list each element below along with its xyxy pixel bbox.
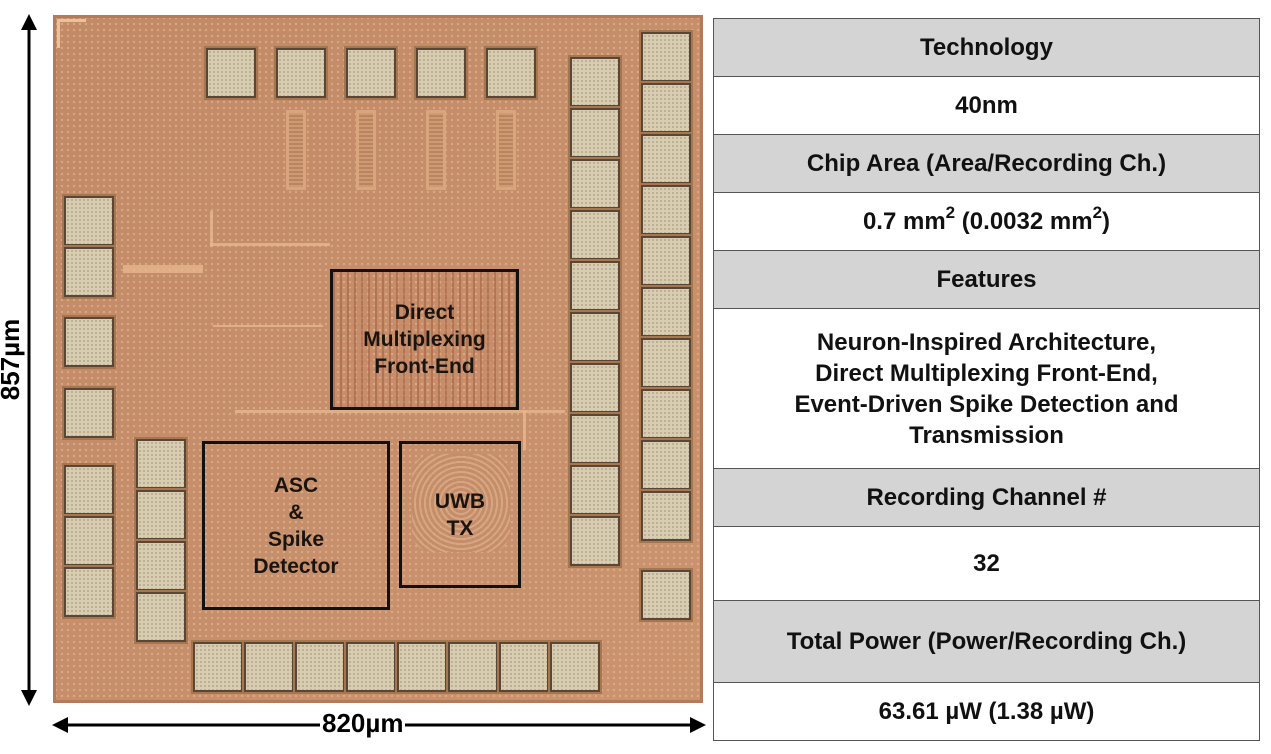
bond-pad bbox=[206, 48, 256, 98]
bond-pad bbox=[570, 516, 620, 566]
table-row: Technology bbox=[713, 18, 1260, 77]
front-end-label: Direct Multiplexing Front-End bbox=[363, 301, 486, 378]
routing-trace bbox=[210, 211, 213, 247]
total-power-label: Total Power (Power/Recording Ch.) bbox=[713, 600, 1260, 683]
bond-pad bbox=[397, 642, 447, 692]
table-row: Features bbox=[713, 250, 1260, 309]
bond-pad bbox=[136, 490, 186, 540]
bond-pad bbox=[64, 247, 114, 297]
chip-area-label: Chip Area (Area/Recording Ch.) bbox=[713, 134, 1260, 193]
bond-pad bbox=[499, 642, 549, 692]
bond-pad bbox=[570, 414, 620, 464]
bond-pad bbox=[64, 317, 114, 367]
esd-structure bbox=[286, 110, 306, 190]
table-row: Neuron-Inspired Architecture, Direct Mul… bbox=[713, 308, 1260, 469]
bond-pad bbox=[64, 465, 114, 515]
bond-pad bbox=[641, 338, 691, 388]
total-power-value: 63.61 µW (1.38 µW) bbox=[713, 682, 1260, 741]
asc-spike-detector-label: ASC & Spike Detector bbox=[253, 473, 339, 578]
bond-pad bbox=[64, 196, 114, 246]
bond-pad bbox=[64, 567, 114, 617]
bond-pad bbox=[136, 439, 186, 489]
table-row: 63.61 µW (1.38 µW) bbox=[713, 682, 1260, 741]
bond-pad bbox=[641, 389, 691, 439]
bond-pad bbox=[64, 388, 114, 438]
bond-pad bbox=[448, 642, 498, 692]
bond-pad bbox=[346, 642, 396, 692]
table-row: 32 bbox=[713, 526, 1260, 601]
bond-pad bbox=[570, 108, 620, 158]
routing-trace bbox=[523, 410, 526, 450]
table-row: Total Power (Power/Recording Ch.) bbox=[713, 600, 1260, 683]
bond-pad bbox=[136, 541, 186, 591]
front-end-block: Direct Multiplexing Front-End bbox=[330, 269, 519, 410]
chip-area-value: 0.7 mm2 (0.0032 mm2) bbox=[713, 192, 1260, 251]
bond-pad bbox=[550, 642, 600, 692]
bond-pad bbox=[641, 287, 691, 337]
bond-pad bbox=[641, 236, 691, 286]
technology-value: 40nm bbox=[713, 76, 1260, 135]
chip-micrograph: Direct Multiplexing Front-End ASC & Spik… bbox=[53, 15, 703, 703]
chip-corner-mark bbox=[57, 19, 86, 48]
uwb-tx-label: UWB TX bbox=[434, 489, 486, 540]
inductor-coil bbox=[412, 454, 510, 552]
esd-structure bbox=[426, 110, 446, 190]
routing-trace bbox=[123, 265, 203, 273]
routing-trace bbox=[213, 325, 323, 327]
routing-trace bbox=[235, 410, 565, 413]
bond-pad bbox=[641, 83, 691, 133]
bond-pad bbox=[641, 32, 691, 82]
bond-pad bbox=[641, 440, 691, 490]
bond-pad bbox=[570, 261, 620, 311]
table-row: 40nm bbox=[713, 76, 1260, 135]
table-row: Chip Area (Area/Recording Ch.) bbox=[713, 134, 1260, 193]
bond-pad bbox=[244, 642, 294, 692]
bond-pad bbox=[346, 48, 396, 98]
features-value: Neuron-Inspired Architecture, Direct Mul… bbox=[713, 308, 1260, 469]
bond-pad bbox=[641, 570, 691, 620]
spec-table: Technology 40nm Chip Area (Area/Recordin… bbox=[713, 18, 1260, 741]
bond-pad bbox=[570, 57, 620, 107]
table-row: Recording Channel # bbox=[713, 468, 1260, 527]
bond-pad bbox=[570, 312, 620, 362]
bond-pad bbox=[64, 516, 114, 566]
bond-pad bbox=[641, 134, 691, 184]
bond-pad bbox=[416, 48, 466, 98]
bond-pad bbox=[641, 491, 691, 541]
table-row: 0.7 mm2 (0.0032 mm2) bbox=[713, 192, 1260, 251]
technology-label: Technology bbox=[713, 18, 1260, 77]
bond-pad bbox=[641, 185, 691, 235]
routing-trace bbox=[210, 243, 330, 246]
width-dimension-label: 820µm bbox=[320, 708, 406, 739]
height-dimension-label: 857µm bbox=[0, 316, 27, 403]
bond-pad bbox=[570, 159, 620, 209]
bond-pad bbox=[295, 642, 345, 692]
bond-pad bbox=[136, 592, 186, 642]
asc-spike-detector-block: ASC & Spike Detector bbox=[202, 441, 390, 610]
height-dimension-arrow bbox=[21, 14, 37, 706]
recording-channel-label: Recording Channel # bbox=[713, 468, 1260, 527]
features-label: Features bbox=[713, 250, 1260, 309]
uwb-tx-block: UWB TX bbox=[399, 441, 521, 588]
esd-structure bbox=[356, 110, 376, 190]
bond-pad bbox=[570, 210, 620, 260]
esd-structure bbox=[496, 110, 516, 190]
bond-pad bbox=[276, 48, 326, 98]
recording-channel-value: 32 bbox=[713, 526, 1260, 601]
bond-pad bbox=[570, 363, 620, 413]
bond-pad bbox=[486, 48, 536, 98]
bond-pad bbox=[193, 642, 243, 692]
bond-pad bbox=[570, 465, 620, 515]
